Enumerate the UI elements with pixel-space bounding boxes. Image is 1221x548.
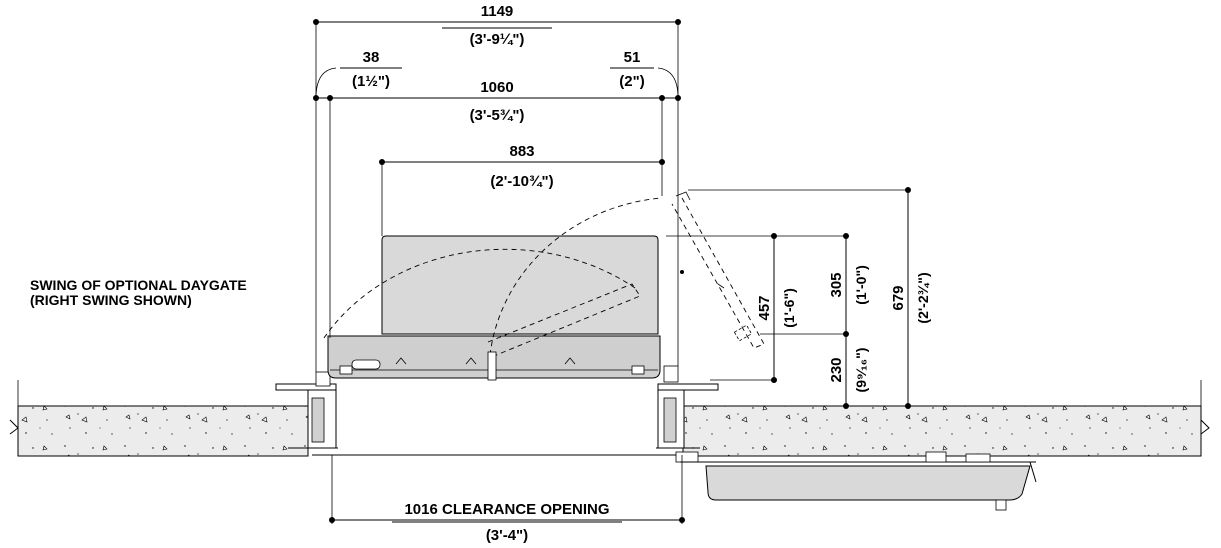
dim-right-offset: 51 xyxy=(624,49,641,66)
daygate-open-position xyxy=(671,191,765,349)
dim-total-height-imperial: (2'-2¾") xyxy=(915,272,931,323)
dim-gate-height-imperial: (1'-6") xyxy=(781,288,797,328)
dim-upper-height: 305 xyxy=(828,272,845,297)
concrete-slab-right xyxy=(682,380,1210,457)
dim-overall-width-imperial: (3'-9¼") xyxy=(470,31,525,48)
dim-housing-width: 883 xyxy=(509,143,534,160)
dim-lower-height-imperial: (9⁹⁄₁₆") xyxy=(853,348,869,393)
dim-left-offset: 38 xyxy=(363,49,380,66)
dimension-lines xyxy=(315,21,910,524)
dimension-dots xyxy=(313,19,911,523)
dim-housing-width-imperial: (2'-10¾") xyxy=(490,173,553,190)
concrete-slab-left xyxy=(9,380,309,457)
dim-clearance-opening-imperial: (3'-4") xyxy=(486,527,528,544)
note-swing-line2: (RIGHT SWING SHOWN) xyxy=(30,292,192,308)
dim-overall-width: 1149 xyxy=(481,3,514,20)
daygate-swing-arcs xyxy=(323,197,663,381)
dim-clearance-opening: 1016 CLEARANCE OPENING xyxy=(404,501,609,518)
dim-total-height: 679 xyxy=(890,285,907,310)
door-frame-right xyxy=(656,365,719,449)
dim-inner-width: 1060 xyxy=(480,79,513,96)
dim-right-offset-imperial: (2") xyxy=(619,73,644,90)
dim-left-offset-imperial: (1½") xyxy=(352,73,390,90)
dim-gate-height: 457 xyxy=(756,295,773,320)
dim-upper-height-imperial: (1'-0") xyxy=(853,265,869,305)
dim-inner-width-imperial: (3'-5¾") xyxy=(470,107,525,124)
daygate-housing xyxy=(327,235,661,379)
note-swing-line1: SWING OF OPTIONAL DAYGATE xyxy=(30,277,247,293)
door-leaf-open xyxy=(675,451,1037,511)
dim-lower-height: 230 xyxy=(828,357,845,382)
door-frame-left xyxy=(275,371,338,449)
